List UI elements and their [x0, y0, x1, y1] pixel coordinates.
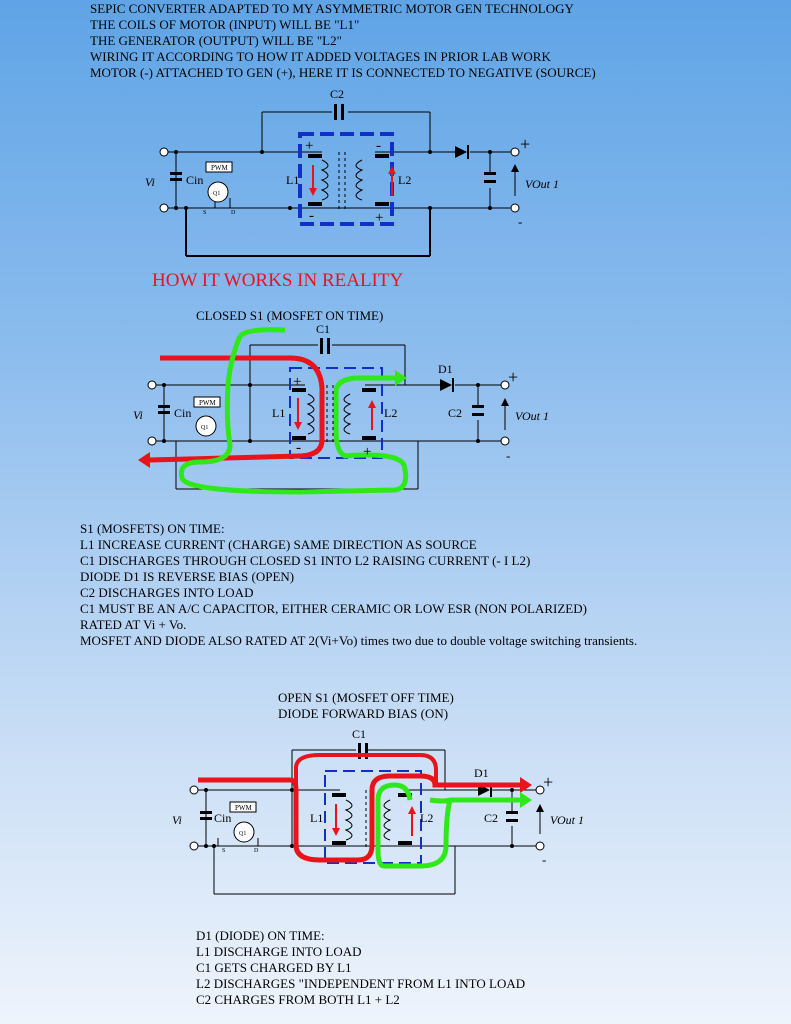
cin-label: Cin — [186, 173, 203, 187]
coil-minus: - — [376, 138, 381, 154]
minus-label: - — [506, 448, 510, 463]
note-line: C1 DISCHARGES THROUGH CLOSED S1 INTO L2 … — [80, 553, 531, 568]
coil-plus: + — [375, 210, 383, 226]
coil-plus: + — [293, 374, 301, 390]
q1-label: Q1 — [213, 191, 220, 197]
vi-label: Vi — [145, 175, 155, 189]
c1-label: C1 — [316, 322, 330, 336]
vi-label: Vi — [172, 813, 182, 827]
note-line: L1 DISCHARGE INTO LOAD — [196, 944, 362, 959]
c1-label: C1 — [352, 727, 366, 741]
circuit3-title-2: DIODE FORWARD BIAS (ON) — [278, 706, 448, 721]
d1-label: D1 — [474, 766, 489, 780]
pwm-label: PWM — [211, 164, 229, 172]
circuit3-title-1: OPEN S1 (MOSFET OFF TIME) — [278, 690, 454, 705]
minus-label: - — [542, 852, 546, 867]
note-line: MOSFET AND DIODE ALSO RATED AT 2(Vi+Vo) … — [80, 633, 638, 648]
header-line: SEPIC CONVERTER ADAPTED TO MY ASYMMETRIC… — [90, 1, 574, 16]
coil-minus: - — [296, 440, 301, 456]
q1-label: Q1 — [201, 425, 208, 431]
plus-label: + — [508, 367, 518, 387]
coil-minus: - — [309, 208, 314, 224]
note-line: L2 DISCHARGES "INDEPENDENT FROM L1 INTO … — [196, 976, 526, 991]
d-label: D — [231, 210, 236, 216]
pwm-label: PWM — [235, 804, 253, 812]
header-notes: SEPIC CONVERTER ADAPTED TO MY ASYMMETRIC… — [90, 1, 596, 81]
d-label: D — [254, 848, 259, 854]
coil-plus: + — [305, 138, 313, 154]
cin-label: Cin — [214, 811, 231, 825]
note-line: C2 DISCHARGES INTO LOAD — [80, 585, 254, 600]
s-label: S — [203, 210, 206, 216]
note-line: D1 (DIODE) ON TIME: — [196, 928, 325, 943]
d1-on-time-notes: D1 (DIODE) ON TIME: L1 DISCHARGE INTO LO… — [196, 928, 525, 1008]
d1-label: D1 — [438, 362, 453, 376]
c2-label: C2 — [484, 811, 498, 825]
l1-label: L1 — [286, 173, 299, 187]
vout-label: VOut 1 — [515, 409, 549, 423]
vi-label: Vi — [133, 408, 143, 422]
header-line: WIRING IT ACCORDING TO HOW IT ADDED VOLT… — [90, 49, 551, 64]
vout-label: VOut 1 — [550, 813, 584, 827]
vout-label: VOut 1 — [525, 177, 559, 191]
l1-label: L1 — [272, 406, 285, 420]
header-line: THE COILS OF MOTOR (INPUT) WILL BE "L1" — [90, 17, 360, 32]
plus-label: + — [543, 772, 553, 792]
l2-label: L2 — [384, 406, 397, 420]
c2-label: C2 — [330, 87, 344, 101]
l1-label: L1 — [310, 811, 323, 825]
plus-label: + — [520, 134, 530, 154]
note-line: L1 INCREASE CURRENT (CHARGE) SAME DIRECT… — [80, 537, 477, 552]
pwm-label: PWM — [199, 399, 217, 407]
minus-label: - — [518, 214, 522, 229]
s1-on-time-notes: S1 (MOSFETS) ON TIME: L1 INCREASE CURREN… — [80, 521, 637, 649]
note-line: C2 CHARGES FROM BOTH L1 + L2 — [196, 992, 400, 1007]
cin-label: Cin — [174, 406, 191, 420]
l2-label: L2 — [420, 811, 433, 825]
header-line: THE GENERATOR (OUTPUT) WILL BE "L2" — [90, 33, 342, 48]
section-title: HOW IT WORKS IN REALITY — [152, 270, 404, 291]
note-line: S1 (MOSFETS) ON TIME: — [80, 521, 225, 536]
note-line: C1 GETS CHARGED BY L1 — [196, 960, 352, 975]
note-line: C1 MUST BE AN A/C CAPACITOR, EITHER CERA… — [80, 601, 587, 616]
s-label: S — [222, 848, 225, 854]
coil-plus: + — [363, 444, 371, 460]
note-line: DIODE D1 IS REVERSE BIAS (OPEN) — [80, 569, 295, 584]
circuit2-title: CLOSED S1 (MOSFET ON TIME) — [196, 308, 383, 323]
l2-label: L2 — [398, 173, 411, 187]
q1-label: Q1 — [239, 831, 246, 837]
note-line: RATED AT Vi + Vo. — [80, 617, 187, 632]
header-line: MOTOR (-) ATTACHED TO GEN (+), HERE IT I… — [90, 65, 596, 80]
c2-label: C2 — [448, 406, 462, 420]
